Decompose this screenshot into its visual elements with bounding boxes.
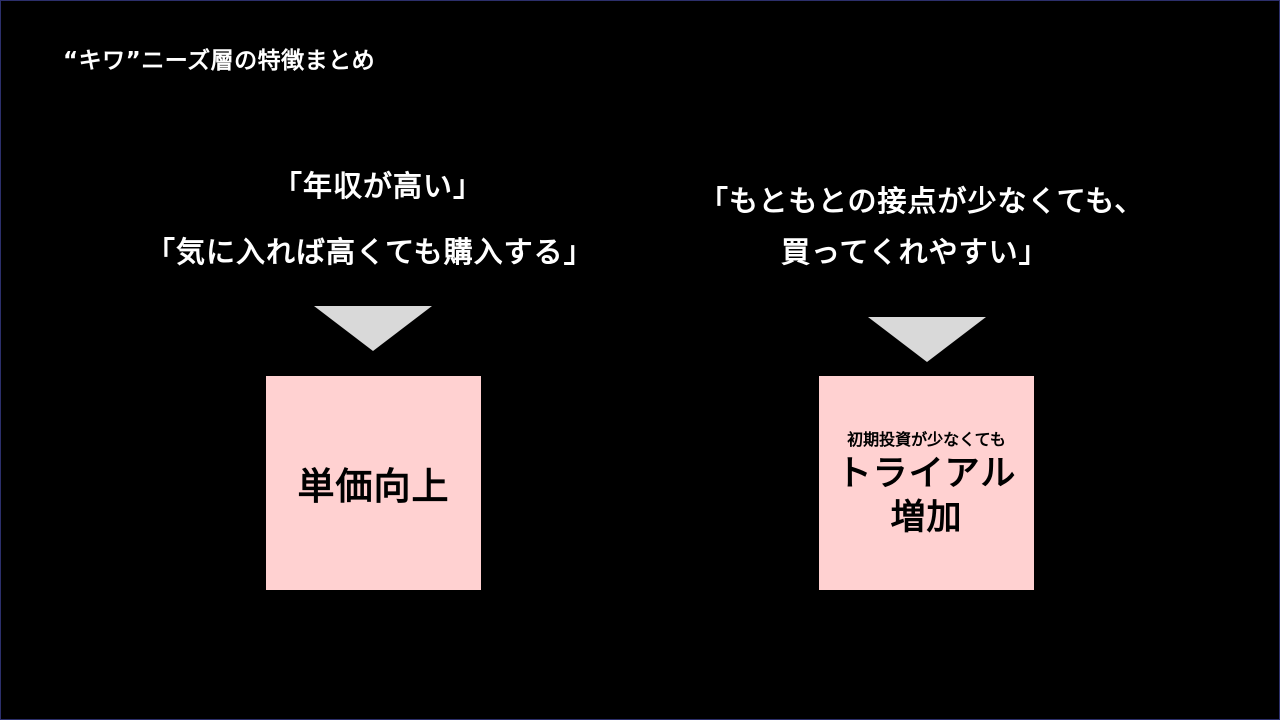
left-result-label: 単価向上: [297, 465, 450, 508]
right-result-subtitle: 初期投資が少なくても: [847, 430, 1006, 449]
right-result-box: 初期投資が少なくても トライアル 増加: [819, 376, 1034, 590]
slide-title: “キワ”ニーズ層の特徴まとめ: [63, 48, 376, 74]
right-quote-line-1: 「もともとの接点が少なくても、: [699, 184, 1145, 218]
left-result-box: 単価向上: [266, 376, 481, 590]
right-down-arrow-icon: [868, 317, 986, 362]
left-down-arrow-icon: [314, 306, 432, 351]
right-quote-line-2: 買ってくれやすい」: [781, 235, 1049, 269]
right-result-line-2: 増加: [890, 498, 963, 538]
right-result-line-1: トライアル: [836, 454, 1017, 494]
left-quote-line-1: 「年収が高い」: [273, 169, 484, 203]
left-quote-line-2: 「気に入れば高くても購入する」: [146, 235, 594, 269]
